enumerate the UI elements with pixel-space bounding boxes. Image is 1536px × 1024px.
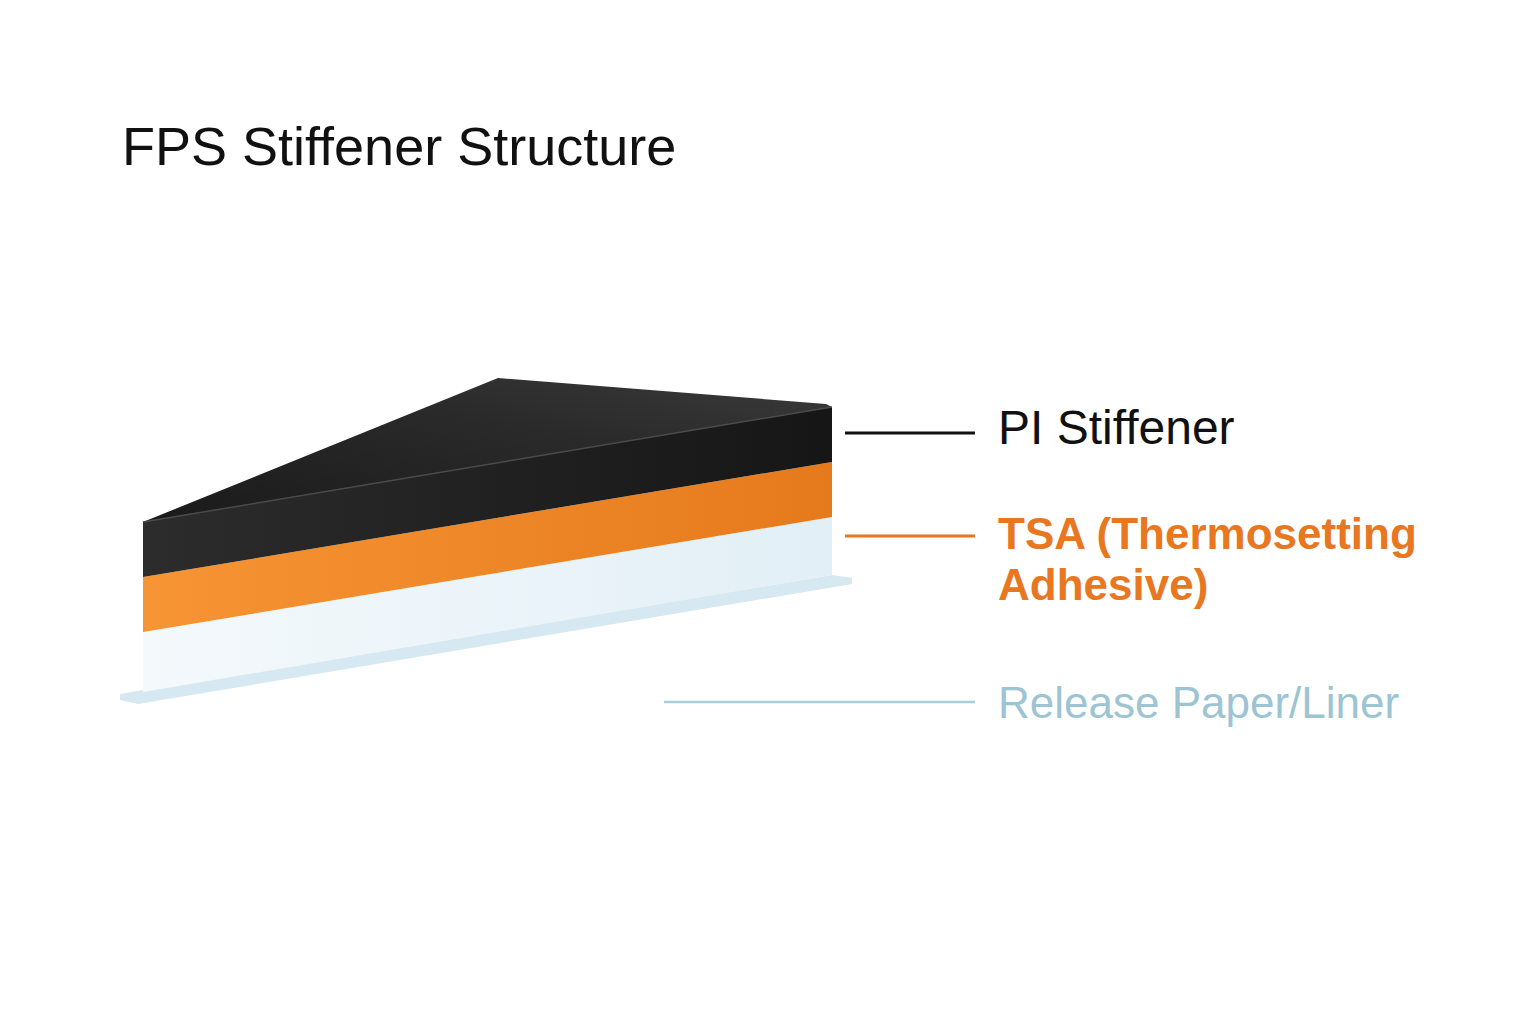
layer-label: PI Stiffener [998, 400, 1235, 455]
leader-line [664, 701, 975, 704]
diagram-title: FPS Stiffener Structure [122, 115, 676, 177]
leader-line [845, 432, 975, 435]
leader-line [845, 535, 975, 538]
layer-label: Release Paper/Liner [998, 678, 1399, 729]
top-edge-highlight [143, 407, 832, 522]
stiffener-top [143, 378, 832, 522]
layer-label: TSA (Thermosetting Adhesive) [998, 509, 1498, 610]
